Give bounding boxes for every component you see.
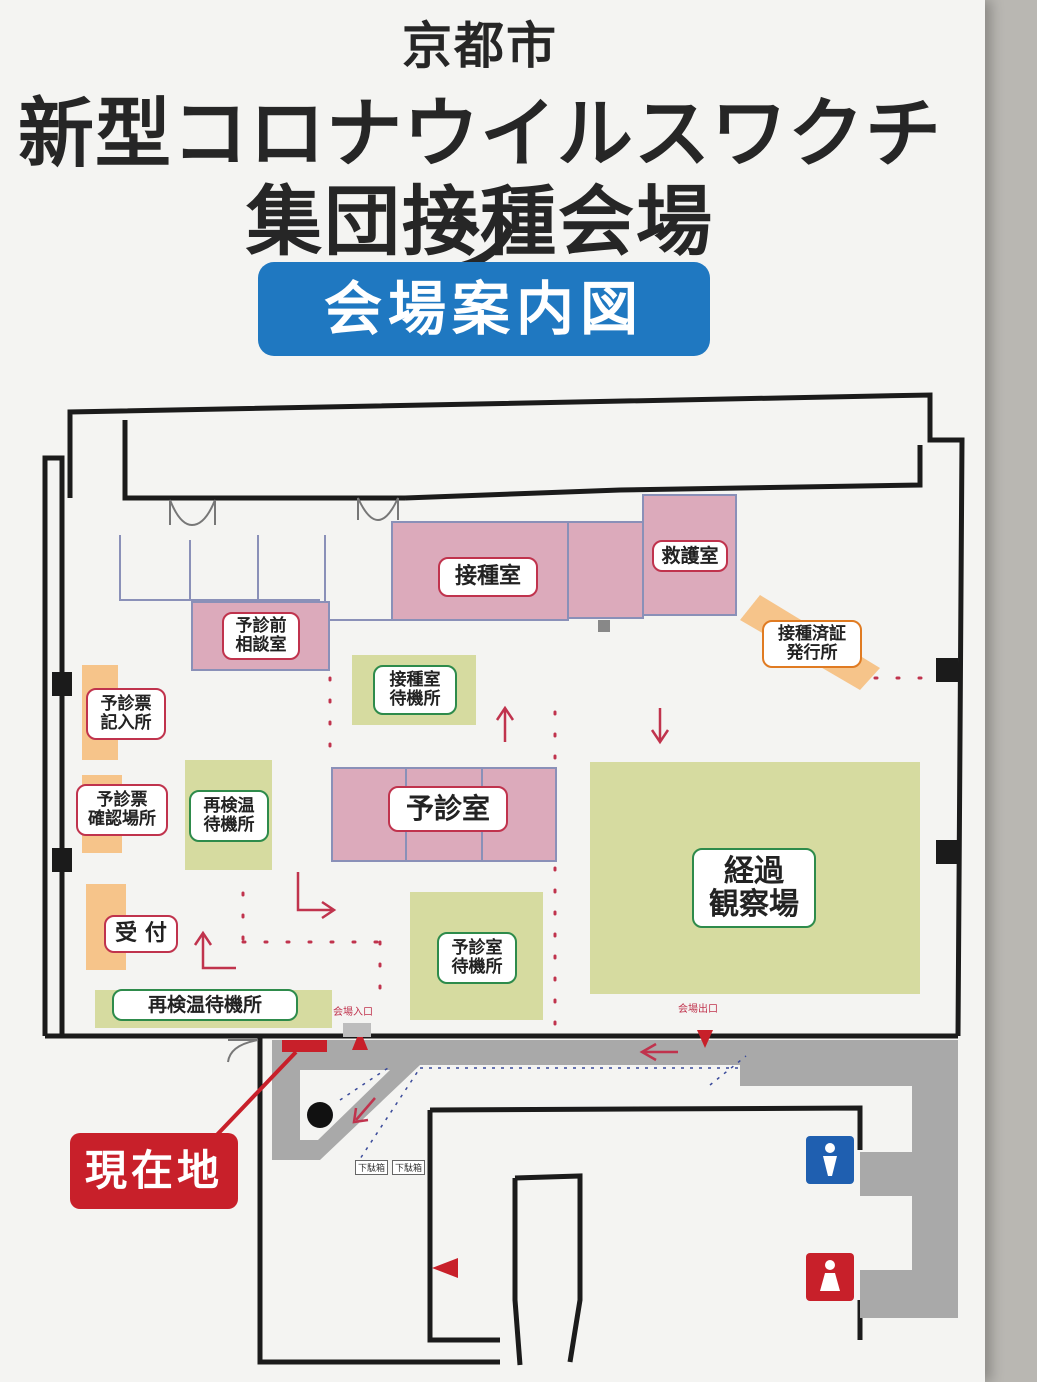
shoe-box-label-2: 下駄箱	[392, 1160, 426, 1175]
corridor	[272, 1040, 958, 1318]
title-vaccine: 新型コロナウイルスワクチン	[18, 89, 942, 288]
title-city: 京都市	[402, 17, 558, 75]
reception-label: 受 付	[104, 915, 178, 953]
questionnaire-writing-label: 予診票 記入所	[86, 688, 166, 740]
pre-consult-room-label: 予診前 相談室	[222, 612, 300, 660]
vaccination-waiting-label: 接種室 待機所	[373, 665, 457, 715]
exam-waiting-label: 予診室 待機所	[437, 932, 517, 984]
vaccination-room-label: 接種室	[438, 557, 538, 597]
pillar	[307, 1102, 333, 1128]
certificate-office-label: 接種済証 発行所	[762, 620, 862, 668]
current-location-badge: 現在地	[70, 1133, 238, 1209]
male-restroom-icon	[806, 1136, 854, 1184]
building-walls	[42, 392, 965, 1366]
current-location-marker	[282, 1040, 327, 1052]
first-aid-room-label: 救護室	[652, 540, 728, 572]
triangle-markers	[352, 1030, 713, 1278]
retemp-waiting-small-label: 再検温 待機所	[189, 790, 269, 842]
female-restroom-icon	[806, 1253, 854, 1301]
retemp-waiting-long-label: 再検温待機所	[112, 989, 298, 1021]
wall-blocks	[52, 620, 958, 872]
map-subtitle-badge: 会場案内図	[258, 262, 710, 356]
queue-lines	[339, 1055, 747, 1166]
corridor-door	[227, 1039, 259, 1063]
entrance-mat	[343, 1023, 371, 1037]
exam-room-label: 予診室	[388, 786, 508, 832]
questionnaire-check-label: 予診票 確認場所	[76, 784, 168, 836]
entrance-label: 会場入口	[333, 1007, 373, 1018]
flow-arrows	[193, 705, 678, 1124]
door-swings	[169, 497, 399, 526]
signboard: 京都市 新型コロナウイルスワクチン 集団接種会場 会場案内図	[0, 0, 985, 1382]
shoe-box-label-1: 下駄箱	[355, 1160, 389, 1175]
exit-label: 会場出口	[678, 1004, 718, 1015]
observation-area-label: 経過 観察場	[692, 848, 816, 928]
title-venue: 集団接種会場	[246, 177, 714, 266]
flow-dots	[241, 676, 932, 1032]
current-location-pointer	[210, 1050, 298, 1142]
